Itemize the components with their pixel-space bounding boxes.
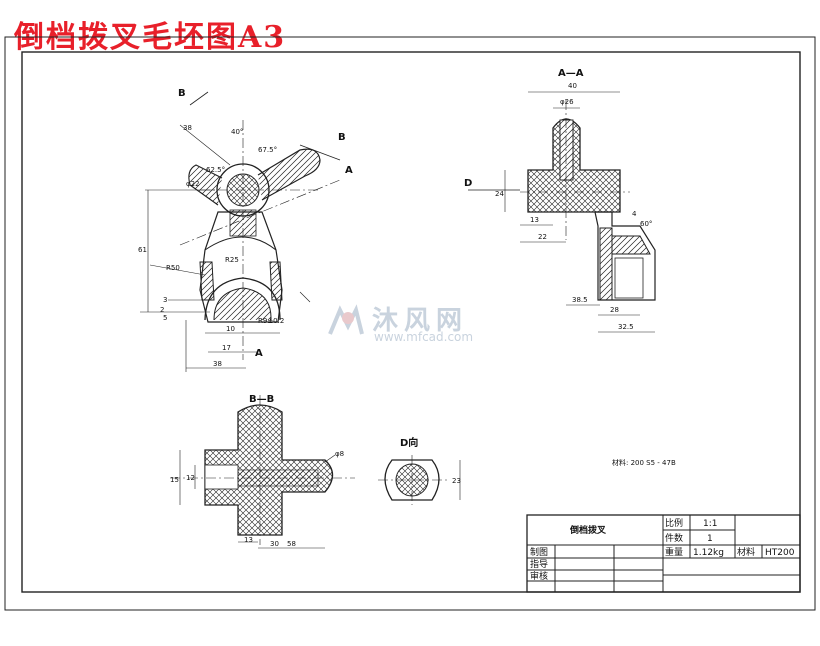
dim-main-5: R50: [166, 264, 180, 272]
title-block-qty-value: 1: [707, 534, 713, 544]
dim-bb-1: 12: [186, 474, 195, 482]
main-view: [140, 91, 341, 372]
title-block-guide-label: 指导: [530, 558, 548, 570]
watermark-url: www.mfcad.com: [374, 330, 474, 344]
dim-aa-7: 38.5: [572, 296, 588, 304]
d-view: [378, 455, 461, 505]
material-note: 材料: 200 S5 - 47B: [612, 458, 676, 467]
dim-aa-8: 28: [610, 306, 619, 314]
inner-frame: [21, 51, 801, 593]
dim-aa-9: 32.5: [618, 323, 634, 331]
dim-main-14: R9±0.2: [258, 317, 284, 325]
dim-main-1: 67.5°: [258, 146, 277, 154]
section-label-a-right: A: [345, 165, 353, 176]
section-aa-view: [468, 91, 656, 333]
title-block: [526, 514, 801, 593]
dim-aa-1: φ26: [560, 98, 574, 106]
dim-main-11: 10: [226, 325, 235, 333]
section-label-d-left: D: [464, 178, 472, 189]
title-block-weight-value: 1.12kg: [693, 548, 724, 558]
dim-aa-2: 24: [495, 190, 504, 198]
dim-aa-5: 4: [632, 210, 637, 218]
section-aa-labels: A—A D: [464, 68, 584, 189]
main-view-dimensions: 40° 67.5° 62.5° φ22 38 R50 R25 61 3 2 5 …: [138, 124, 284, 368]
title-block-scale-label: 比例: [665, 517, 683, 529]
dim-main-13: 38: [213, 360, 222, 368]
dim-main-8: 3: [163, 296, 167, 304]
outer-frame: [4, 36, 816, 611]
title-block-material-label: 材料: [737, 546, 755, 558]
dim-bb-4: 58: [287, 540, 296, 548]
dim-main-3: φ22: [186, 180, 200, 188]
section-label-b-top: B: [178, 88, 186, 99]
dim-d-view-0: 23: [452, 477, 461, 485]
section-bb-view: [170, 395, 355, 549]
section-label-d-view: D向: [400, 436, 418, 449]
dim-bb-2: 13: [244, 536, 253, 544]
dim-main-6: R25: [225, 256, 239, 264]
dim-main-10: 5: [163, 314, 167, 322]
dim-aa-4: 22: [538, 233, 547, 241]
dim-bb-5: φ8: [335, 450, 344, 458]
dim-bb-0: 15: [170, 476, 179, 484]
watermark: 沐风网 www.mfcad.com: [322, 300, 502, 348]
section-aa-dimensions: 40 φ26 24 13 22 4 60° 38.5 28 32.5: [495, 82, 652, 331]
dim-main-12: 17: [222, 344, 231, 352]
title-block-qty-label: 件数: [665, 532, 683, 544]
section-label-b-right: B: [338, 132, 346, 143]
dim-main-4: 38: [183, 124, 192, 132]
dim-main-2: 62.5°: [206, 166, 225, 174]
dim-aa-3: 13: [530, 216, 539, 224]
title-block-scale-value: 1:1: [703, 519, 717, 529]
dim-bb-3: 30: [270, 540, 279, 548]
section-label-bb: B—B: [249, 394, 274, 405]
title-block-text: 倒档拨叉 比例 1:1 件数 1 重量 1.12kg 材料 HT200 制图 指…: [530, 517, 795, 582]
title-block-drawn-label: 制图: [530, 546, 548, 558]
title-block-weight-label: 重量: [665, 546, 683, 558]
dim-main-7: 61: [138, 246, 147, 254]
dim-aa-6: 60°: [640, 220, 652, 228]
dim-main-9: 2: [160, 306, 164, 314]
section-label-aa: A—A: [558, 68, 584, 79]
title-block-material-value: HT200: [765, 548, 795, 558]
main-view-labels: B B A A: [178, 88, 353, 359]
watermark-brand: 沐风网: [372, 306, 469, 336]
section-bb-dimensions: 15 12 13 30 58 φ8: [170, 450, 344, 548]
watermark-logo-icon: [328, 304, 364, 335]
title-block-part-name: 倒档拨叉: [569, 524, 607, 536]
dim-aa-0: 40: [568, 82, 577, 90]
section-label-a-bottom: A: [255, 348, 263, 359]
title-block-review-label: 审核: [530, 570, 548, 582]
dim-main-0: 40°: [231, 128, 243, 136]
